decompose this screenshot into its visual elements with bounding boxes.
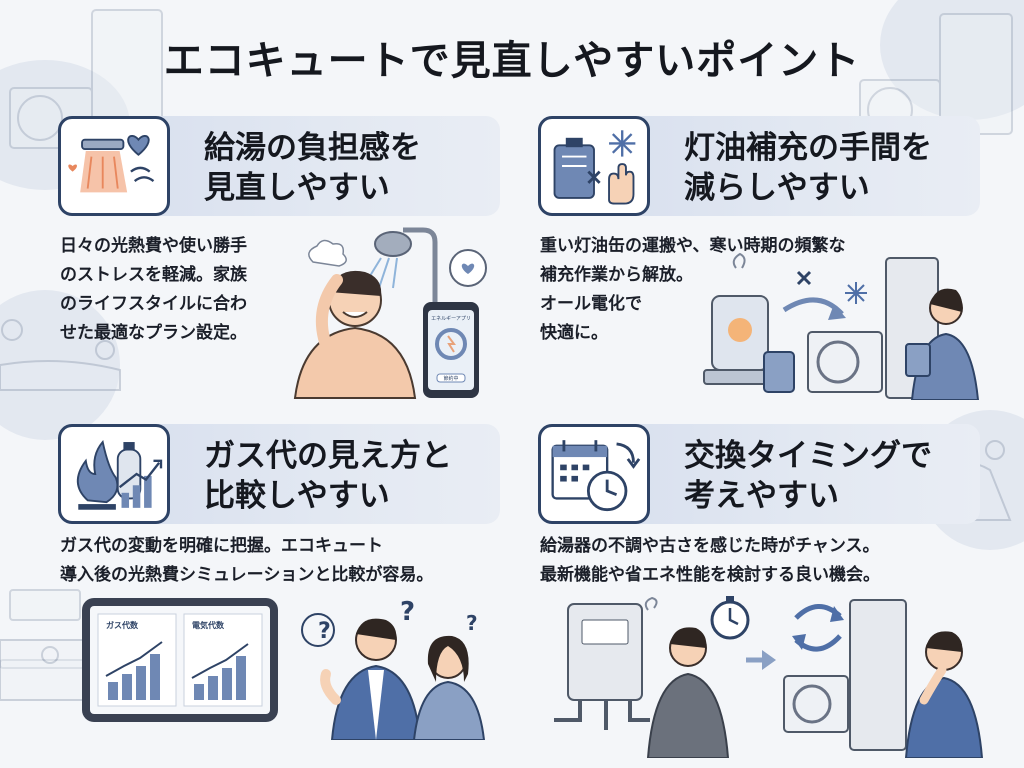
icon-frame bbox=[58, 424, 170, 524]
card-description: 重い灯油缶の運搬や、寒い時期の頻繁な 補充作業から解放。 オール電化で 快適に。 bbox=[540, 232, 846, 348]
icon-frame bbox=[58, 116, 170, 216]
svg-text:?: ? bbox=[400, 597, 415, 627]
card-title-line: 給湯の負担感を bbox=[204, 130, 421, 166]
couple-illustration: ? ? ? bbox=[296, 590, 506, 740]
card-description: 給湯器の不調や古さを感じた時がチャンス。 最新機能や省エネ性能を検討する良い機会… bbox=[540, 532, 880, 590]
desc-line: 補充作業から解放。 bbox=[540, 265, 693, 285]
desc-line: 給湯器の不調や古さを感じた時がチャンス。 bbox=[540, 536, 880, 556]
card-title-line: ガス代の見え方と bbox=[204, 438, 452, 474]
card-title-line: 減らしやすい bbox=[684, 170, 870, 206]
svg-text:?: ? bbox=[318, 619, 331, 644]
card-header-replacement: 交換タイミングで 考えやすい bbox=[538, 424, 980, 524]
desc-line: 導入後の光熱費シミュレーションと比較が容易。 bbox=[60, 565, 434, 585]
icon-frame bbox=[538, 424, 650, 524]
desc-line: せた最適なプラン設定。 bbox=[60, 323, 247, 343]
desc-line: のライフスタイルに合わ bbox=[60, 294, 247, 314]
phone-button-label: 節約中 bbox=[443, 375, 458, 382]
svg-text:?: ? bbox=[466, 611, 478, 635]
card-title: ガス代の見え方と 比較しやすい bbox=[204, 436, 452, 516]
calendar-clock-icon bbox=[551, 440, 641, 512]
card-description: 日々の光熱費や使い勝手 のストレスを軽減。家族 のライフスタイルに合わ せた最適… bbox=[60, 232, 247, 348]
card-header-kerosene: 灯油補充の手間を 減らしやすい bbox=[538, 116, 980, 216]
replacement-illustration bbox=[550, 590, 990, 758]
card-title-line: 交換タイミングで bbox=[684, 438, 932, 474]
desc-line: 重い灯油缶の運搬や、寒い時期の頻繁な bbox=[540, 236, 846, 256]
page-title: エコキュートで見直しやすいポイント bbox=[163, 38, 861, 84]
tablet-illustration: ガス代数 電気代数 bbox=[80, 596, 280, 724]
shower-heart-icon bbox=[68, 135, 155, 193]
card-header-gas: ガス代の見え方と 比較しやすい bbox=[58, 424, 500, 524]
electric-chart-label: 電気代数 bbox=[192, 620, 225, 630]
card-header-hot-water: 給湯の負担感を 見直しやすい bbox=[58, 116, 500, 216]
icon-frame bbox=[538, 116, 650, 216]
phone-app-label: エネルギーアプリ bbox=[431, 316, 471, 322]
gas-flame-chart-icon bbox=[76, 439, 163, 510]
kerosene-illustration bbox=[700, 248, 990, 400]
card-title: 灯油補充の手間を 減らしやすい bbox=[684, 128, 932, 208]
shower-illustration: エネルギーアプリ 節約中 bbox=[285, 222, 500, 400]
desc-line: 最新機能や省エネ性能を検討する良い機会。 bbox=[540, 565, 880, 585]
card-title-line: 見直しやすい bbox=[204, 170, 390, 206]
desc-line: 快適に。 bbox=[540, 323, 608, 343]
bg-blob bbox=[0, 290, 120, 440]
desc-line: 日々の光熱費や使い勝手 bbox=[60, 236, 247, 256]
desc-line: のストレスを軽減。家族 bbox=[60, 265, 247, 285]
desc-line: ガス代の変動を明確に把握。エコキュート bbox=[60, 536, 383, 556]
card-title-line: 考えやすい bbox=[684, 478, 839, 514]
card-title-line: 灯油補充の手間を bbox=[684, 130, 932, 166]
card-title: 給湯の負担感を 見直しやすい bbox=[204, 128, 421, 208]
card-description: ガス代の変動を明確に把握。エコキュート 導入後の光熱費シミュレーションと比較が容… bbox=[60, 532, 433, 590]
card-title: 交換タイミングで 考えやすい bbox=[684, 436, 932, 516]
desc-line: オール電化で bbox=[540, 294, 642, 314]
card-title-line: 比較しやすい bbox=[204, 478, 390, 514]
fuel-can-icon bbox=[553, 130, 636, 205]
gas-chart-label: ガス代数 bbox=[106, 620, 139, 630]
